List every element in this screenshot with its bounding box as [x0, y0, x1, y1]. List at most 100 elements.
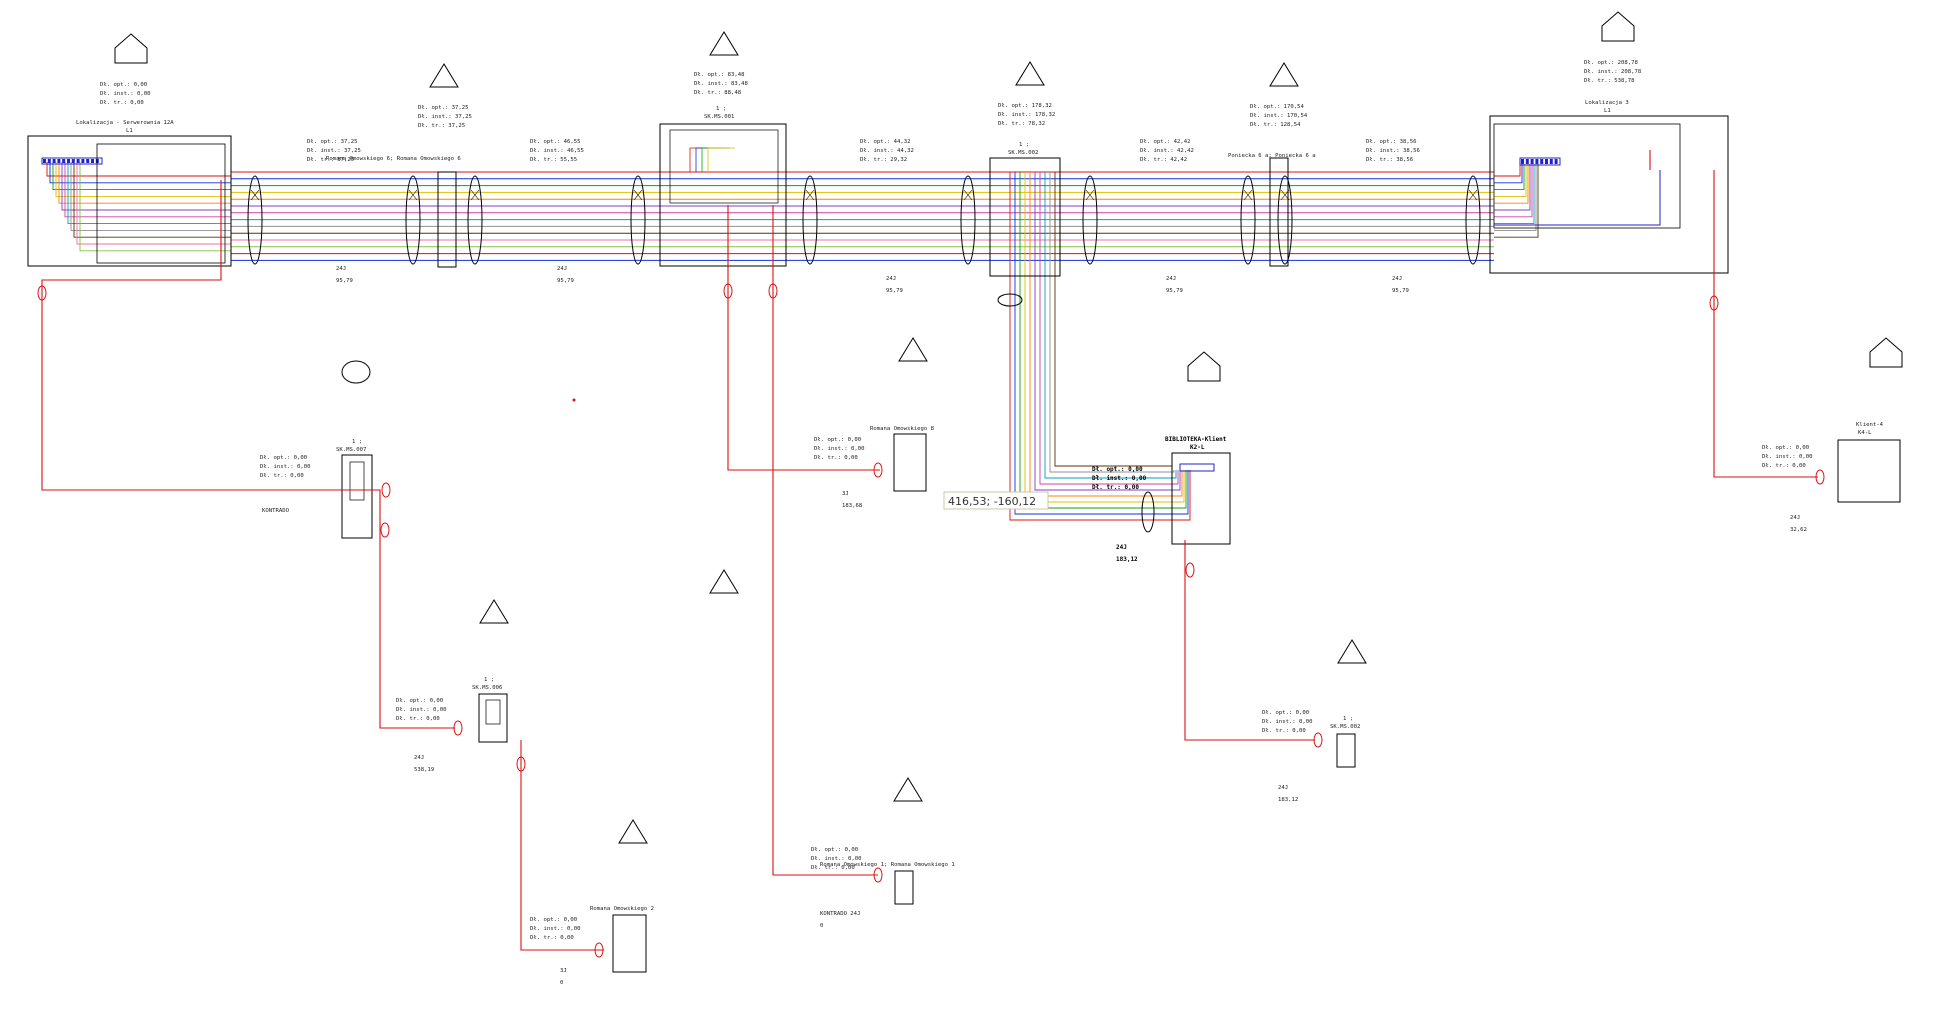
location-3-rack[interactable] [1493, 123, 1681, 229]
location-3-box[interactable] [1489, 115, 1729, 274]
patch-port[interactable] [1521, 159, 1524, 164]
connector-icon[interactable] [1815, 469, 1825, 485]
length-stat-line: Dł. opt.: 42,42 [1140, 139, 1191, 145]
patch-port[interactable] [1545, 159, 1548, 164]
building-icon[interactable] [1187, 351, 1221, 382]
patch-panel[interactable] [1179, 463, 1215, 472]
pole-icon[interactable] [893, 777, 923, 802]
serwerownia-rack[interactable] [96, 143, 226, 264]
node-fiber [707, 147, 735, 172]
coordinate-readout: 416,53; -160,12 [948, 495, 1036, 508]
connector-icon[interactable] [37, 285, 47, 301]
romana1-box[interactable] [894, 870, 914, 905]
splice-closure-icon[interactable] [405, 175, 421, 265]
drop-cable[interactable] [1184, 540, 1315, 741]
patch-port[interactable] [43, 159, 46, 163]
klient4-box[interactable] [1837, 439, 1901, 503]
patch-port[interactable] [81, 159, 85, 163]
node-box-sk-ms-006[interactable] [478, 693, 508, 743]
patch-port[interactable] [62, 159, 66, 163]
cable-length-label: 95,79 [336, 278, 353, 284]
connector-icon[interactable] [380, 522, 390, 538]
node-inner-sk-ms-001[interactable] [669, 129, 779, 204]
pole-icon[interactable] [709, 569, 739, 594]
patch-port[interactable] [71, 159, 75, 163]
pole-icon[interactable] [429, 63, 459, 88]
patch-port[interactable] [67, 159, 70, 163]
pole-rect-1[interactable] [437, 171, 457, 268]
patch-panel[interactable] [41, 157, 103, 165]
pole-icon[interactable] [1269, 62, 1299, 87]
length-stat-line: Dł. tr.: 538,78 [1584, 78, 1635, 84]
building-icon[interactable] [114, 33, 148, 64]
pole-rect-2[interactable] [1269, 157, 1289, 267]
patch-port[interactable] [91, 159, 94, 163]
drop-cable[interactable] [772, 205, 878, 876]
length-stat-line: Dł. tr.: 0,00 [260, 473, 304, 479]
building-icon[interactable] [1869, 337, 1903, 368]
connector-icon[interactable] [1185, 562, 1195, 578]
patch-port[interactable] [76, 159, 80, 163]
drop-cable[interactable] [41, 180, 455, 729]
splice-closure-icon[interactable] [247, 175, 263, 265]
node-box-sk-ms-002[interactable] [989, 157, 1061, 277]
splice-closure-icon[interactable] [1240, 175, 1256, 265]
drop-cable[interactable] [727, 205, 880, 471]
connector-icon[interactable] [1709, 295, 1719, 311]
length-stat-line: Dł. tr.: 128,54 [1250, 122, 1301, 128]
branch-fiber [1044, 172, 1177, 479]
box-b5-code: SK.MS.002 [1330, 724, 1360, 730]
connector-icon[interactable] [381, 482, 391, 498]
splice-closure-icon[interactable] [997, 293, 1023, 307]
pole-icon[interactable] [1015, 61, 1045, 86]
patch-port[interactable] [1525, 159, 1529, 164]
romana8-box[interactable] [893, 433, 927, 492]
length-stat-line: Dł. inst.: 178,32 [998, 112, 1055, 118]
node-box-sk-ms-007[interactable] [341, 454, 373, 539]
connector-icon[interactable] [1313, 732, 1323, 748]
cable-type-label: 3J [842, 491, 849, 497]
pole-icon[interactable] [1337, 639, 1367, 664]
splice-closure-icon[interactable] [630, 175, 646, 265]
splice-closure-icon[interactable] [1082, 175, 1098, 265]
connector-icon[interactable] [453, 720, 463, 736]
patch-port[interactable] [52, 159, 56, 163]
node-box-sk-ms-001[interactable] [659, 123, 787, 267]
splice-closure-icon[interactable] [960, 175, 976, 265]
pole-icon[interactable] [709, 31, 739, 56]
patch-port[interactable] [57, 159, 61, 163]
romana2-box[interactable] [612, 914, 647, 973]
splice-closure-icon[interactable] [1465, 175, 1481, 265]
connector-icon[interactable] [516, 756, 526, 772]
patch-port[interactable] [1549, 159, 1553, 164]
building-icon[interactable] [1601, 11, 1635, 42]
patch-panel[interactable] [1519, 157, 1561, 166]
splice-closure-icon[interactable] [1141, 491, 1155, 533]
connector-icon[interactable] [768, 283, 778, 299]
patch-port[interactable] [1530, 159, 1534, 164]
node-circle[interactable] [341, 360, 371, 384]
length-stat-line: Dł. inst.: 0,00 [100, 91, 151, 97]
patch-port[interactable] [1535, 159, 1539, 164]
drop-cable[interactable] [1713, 170, 1818, 478]
patch-port[interactable] [1540, 159, 1544, 164]
splice-closure-icon[interactable] [1277, 175, 1293, 265]
connector-icon[interactable] [594, 942, 604, 958]
pole-icon[interactable] [479, 599, 509, 624]
sk-ms-002-end-box[interactable] [1336, 733, 1356, 768]
splice-closure-icon[interactable] [802, 175, 818, 265]
patch-port[interactable] [86, 159, 90, 163]
pole-icon[interactable] [618, 819, 648, 844]
biblioteka-box[interactable] [1171, 452, 1231, 545]
patch-port[interactable] [1554, 159, 1558, 164]
splice-closure-icon[interactable] [467, 175, 483, 265]
pole-icon[interactable] [898, 337, 928, 362]
drop-cable[interactable] [520, 740, 604, 951]
connector-icon[interactable] [873, 462, 883, 478]
connector-icon[interactable] [723, 283, 733, 299]
patch-port[interactable] [47, 159, 51, 163]
connector-icon[interactable] [873, 867, 883, 883]
serwerownia-location-box[interactable] [27, 135, 232, 267]
